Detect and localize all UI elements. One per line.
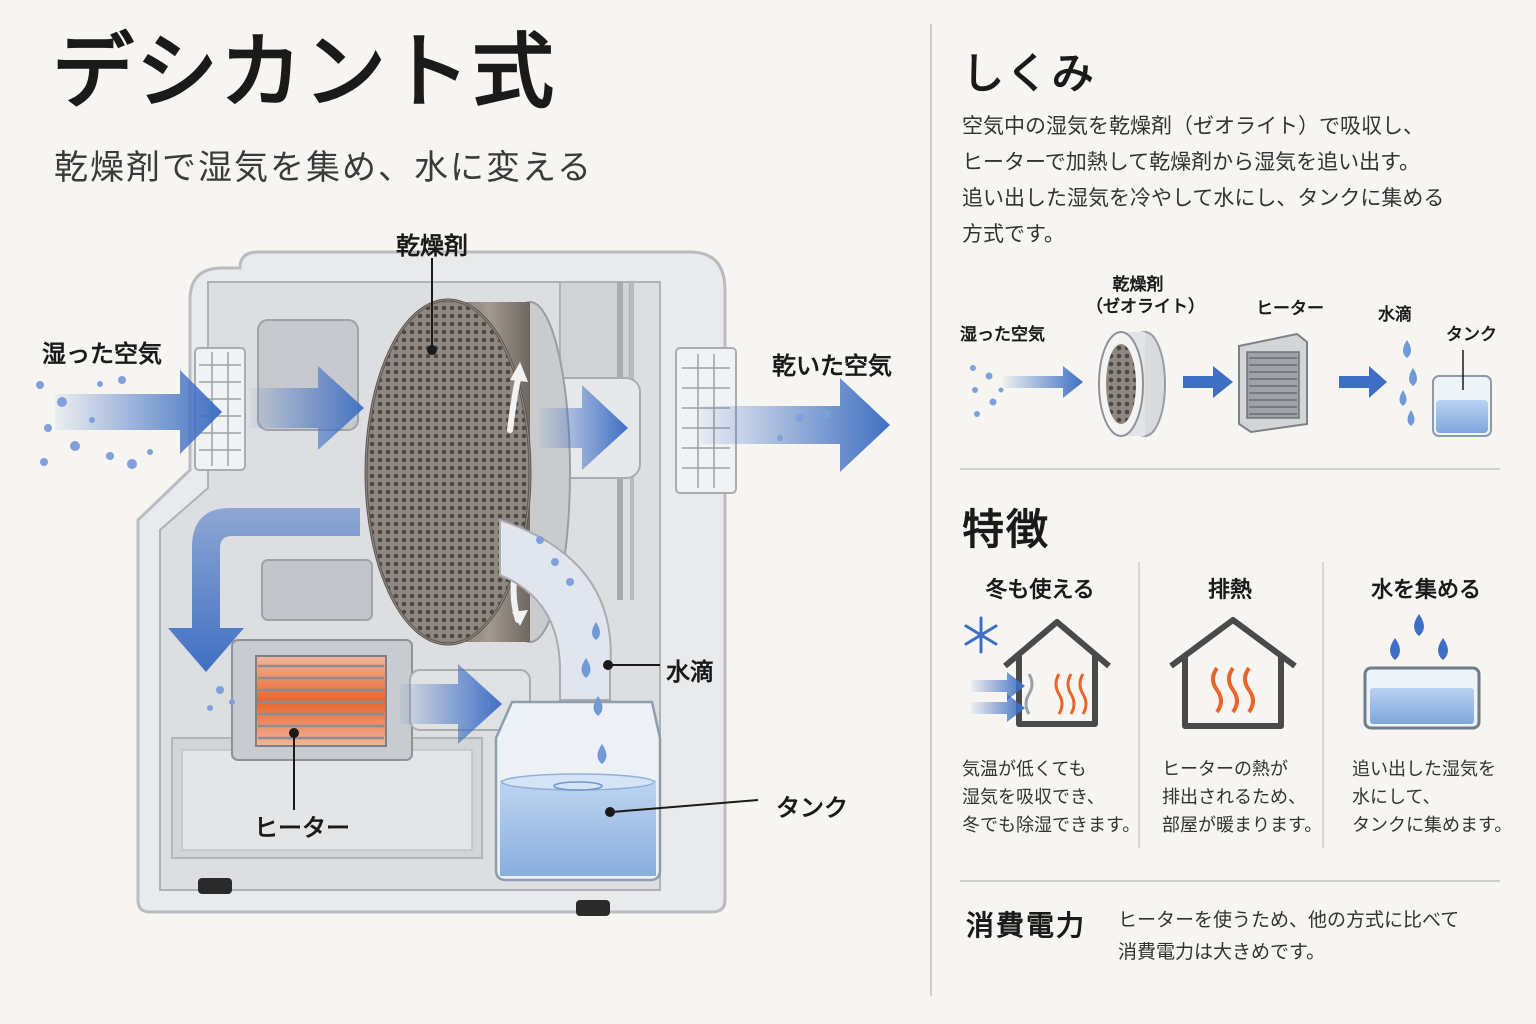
section-rule-2 (960, 880, 1500, 882)
feature-title-water: 水を集める (1370, 578, 1481, 603)
heat-waves-icon (1211, 666, 1255, 714)
desiccant-disk-icon (1106, 344, 1136, 424)
flow-label-heater: ヒーター (1256, 299, 1324, 319)
section-rule-1 (960, 468, 1500, 470)
flow-arrow-3 (1339, 366, 1387, 398)
page-subtitle: 乾燥剤で湿気を集め、水に変える (54, 148, 593, 188)
humidity-dots (36, 376, 830, 711)
features-title: 特徴 (962, 505, 1051, 554)
mechanism-title: しくみ (962, 49, 1096, 98)
feature-title-winter: 冬も使える (985, 578, 1095, 603)
label-tank: タンク (776, 794, 848, 822)
power-title: 消費電力 (966, 909, 1087, 942)
feature-text-winter: 気温が低くても 湿気を吸収でき、 冬でも除湿できます。 (962, 759, 1141, 836)
feature-title-heat: 排熱 (1207, 578, 1252, 603)
label-heater: ヒーター (254, 814, 350, 842)
power-text: ヒーターを使うため、他の方式に比べて 消費電力は大きめです。 (1118, 909, 1460, 963)
flow-droplets-icon (1399, 340, 1417, 426)
label-dry-air: 乾いた空気 (772, 352, 892, 380)
heat-waves-icon-winter (1054, 673, 1088, 715)
snowflake-icon (964, 616, 998, 654)
flow-label-droplets: 水滴 (1378, 305, 1412, 325)
house-icon-heat (1169, 617, 1297, 729)
feature-divider-2 (1322, 562, 1324, 848)
label-humid-air: 湿った空気 (42, 340, 162, 368)
flow-label-humid-air: 湿った空気 (960, 325, 1045, 345)
process-flow-diagram (970, 331, 1492, 437)
label-desiccant: 乾燥剤 (396, 232, 468, 260)
flow-label-tank: タンク (1446, 325, 1497, 345)
mechanism-description: 空気中の湿気を乾燥剤（ゼオライト）で吸収し、 ヒーターで加熱して乾燥剤から湿気を… (962, 114, 1445, 246)
feature-text-heat: ヒーターの熱が 排出されるため、 部屋が暖まります。 (1162, 759, 1323, 836)
flow-arrow-1 (1003, 366, 1083, 398)
feature-text-water: 追い出した湿気を 水にして、 タンクに集めます。 (1352, 759, 1513, 836)
flow-arrow-2 (1183, 366, 1233, 398)
feature-divider-1 (1138, 562, 1140, 848)
page-title: デシカント式 (52, 25, 557, 120)
droplets-icon (1390, 614, 1448, 660)
flow-label-desiccant: 乾燥剤 （ゼオライト） (1086, 275, 1205, 317)
water-droplet-icons (581, 622, 607, 764)
feature-icons (964, 614, 1481, 730)
desiccant-wheel (364, 298, 532, 646)
label-droplets: 水滴 (666, 658, 714, 686)
airflow-arrows (55, 366, 890, 744)
dehumidifier-cutaway-diagram (36, 250, 890, 916)
column-divider (930, 24, 932, 996)
